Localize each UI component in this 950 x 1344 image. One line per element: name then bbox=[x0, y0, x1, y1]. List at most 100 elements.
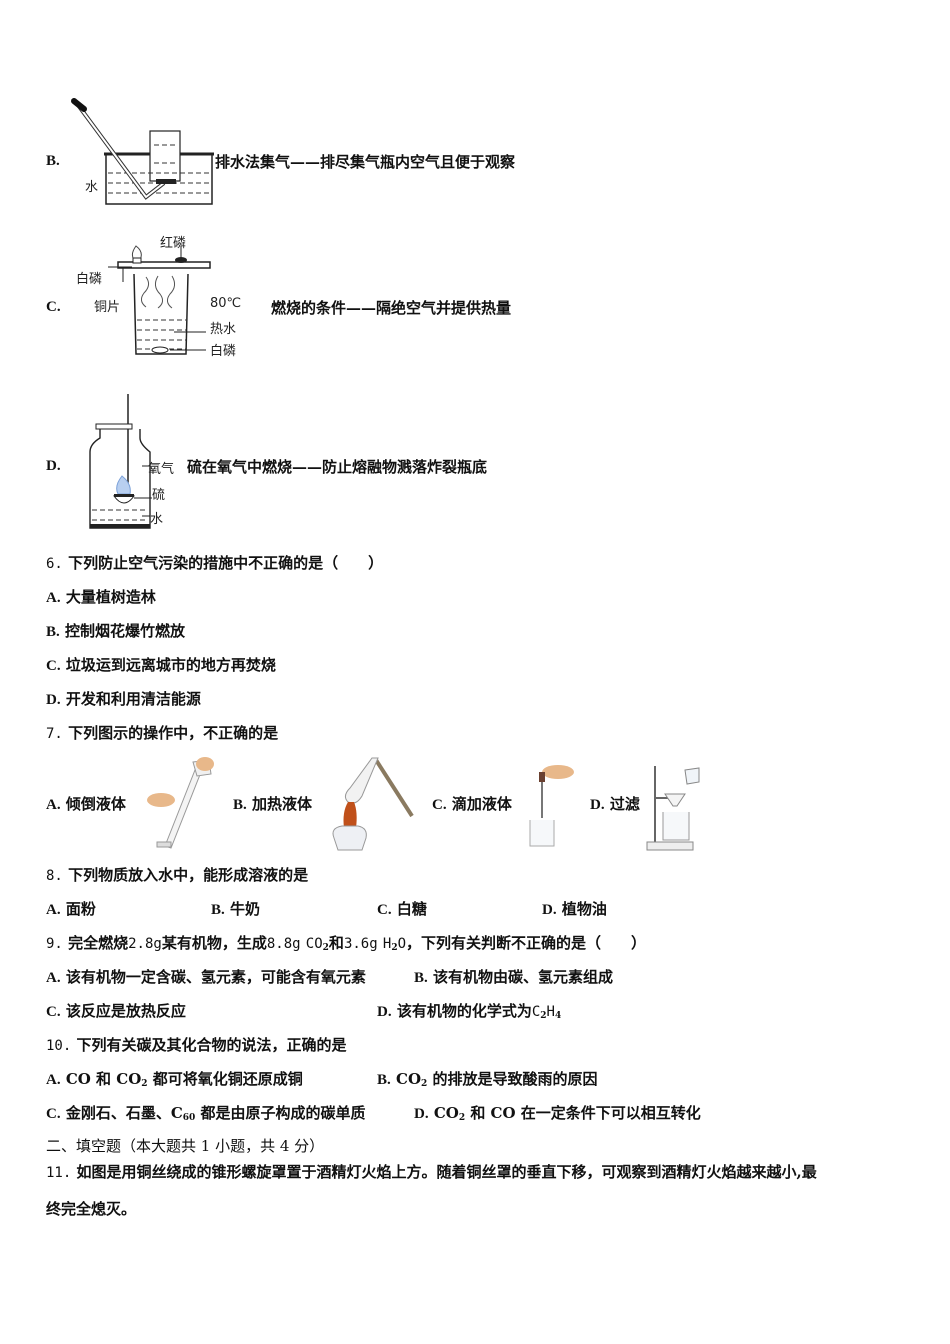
option-text: CO bbox=[396, 1070, 422, 1088]
option-text: 倾倒液体 bbox=[65, 795, 126, 813]
option-letter: B. bbox=[377, 1072, 391, 1088]
heating-liquid-figure bbox=[328, 756, 414, 852]
option-letter: D. bbox=[46, 458, 61, 474]
q7-option-c[interactable]: C. 滴加液体 bbox=[432, 795, 512, 814]
subscript: 60 bbox=[182, 1113, 196, 1123]
q9-option-b[interactable]: B. 该有机物由碳、氢元素组成 bbox=[414, 968, 613, 987]
question-text: 某有机物，生成 bbox=[161, 934, 267, 952]
question-text: 下列有关碳及其化合物的说法，正确的是 bbox=[76, 1036, 347, 1054]
question-11-line1: 11. 如图是用铜丝绕成的锥形螺旋罩置于酒精灯火焰上方。随着铜丝罩的垂直下移，可… bbox=[46, 1163, 817, 1182]
option-letter: B. bbox=[211, 902, 225, 918]
option-text: CO bbox=[433, 1104, 459, 1122]
option-letter: D. bbox=[377, 1004, 392, 1020]
option-letter: C. bbox=[377, 902, 392, 918]
dropper-and-beaker-icon bbox=[529, 765, 574, 847]
question-text: 下列物质放入水中，能形成溶液的是 bbox=[68, 866, 309, 884]
q6-option-a[interactable]: A. 大量植树造林 bbox=[46, 588, 156, 607]
question-number: 6. bbox=[46, 556, 63, 572]
option-text: 大量植树造林 bbox=[65, 588, 156, 606]
question-text: 下列防止空气污染的措施中不正确的是（ ） bbox=[68, 554, 384, 572]
question-number: 8. bbox=[46, 868, 63, 884]
question-11-line2: 终完全熄灭。 bbox=[46, 1200, 137, 1218]
option-text: 都可将氧化铜还原成铜 bbox=[147, 1070, 303, 1088]
red-phosphorus-label: 红磷 bbox=[160, 236, 187, 251]
option-text: 该有机物由碳、氢元素组成 bbox=[433, 968, 614, 986]
option-text: 垃圾运到远离城市的地方再焚烧 bbox=[65, 656, 276, 674]
option-text: 植物油 bbox=[561, 900, 607, 918]
q9-option-c[interactable]: C. 该反应是放热反应 bbox=[46, 1002, 186, 1021]
q6-option-b[interactable]: B. 控制烟花爆竹燃放 bbox=[46, 622, 185, 641]
mass-value: 2.8g bbox=[128, 936, 162, 952]
q7-option-b[interactable]: B. 加热液体 bbox=[233, 795, 312, 814]
copper-plate-label: 铜片 bbox=[94, 300, 121, 315]
q10-option-b[interactable]: B. CO2 的排放是导致酸雨的原因 bbox=[377, 1070, 598, 1093]
option-text: 该反应是放热反应 bbox=[65, 1002, 186, 1020]
beaker-with-copper-plate-icon bbox=[108, 245, 211, 355]
dropping-liquid-figure bbox=[528, 762, 578, 850]
q10-option-c[interactable]: C. 金刚石、石墨、C60 都是由原子构成的碳单质 bbox=[46, 1104, 366, 1127]
temperature-label: 80℃ bbox=[210, 296, 242, 311]
formula: H bbox=[546, 1004, 555, 1020]
q8-option-a[interactable]: A. 面粉 bbox=[46, 900, 96, 919]
white-phosphorus-top-label: 白磷 bbox=[76, 272, 103, 287]
question-number: 10. bbox=[46, 1038, 72, 1054]
option-letter: D. bbox=[414, 1106, 429, 1122]
formula: CO bbox=[305, 936, 323, 952]
subscript: 4 bbox=[554, 1011, 562, 1021]
question-7-stem: 7. 下列图示的操作中，不正确的是 bbox=[46, 724, 278, 743]
q6-option-c[interactable]: C. 垃圾运到远离城市的地方再焚烧 bbox=[46, 656, 276, 675]
mass-value: 3.6g bbox=[343, 936, 378, 952]
gas-collection-apparatus-icon bbox=[71, 98, 214, 205]
question-8-stem: 8. 下列物质放入水中，能形成溶液的是 bbox=[46, 866, 308, 885]
option-text: 燃烧的条件——隔绝空气并提供热量 bbox=[271, 299, 512, 317]
sulfur-label: 硫 bbox=[152, 488, 166, 503]
q10-option-a[interactable]: A. CO 和 CO2 都可将氧化铜还原成铜 bbox=[46, 1070, 303, 1093]
option-letter: C. bbox=[46, 1004, 61, 1020]
option-letter: D. bbox=[542, 902, 557, 918]
hot-water-label: 热水 bbox=[210, 322, 237, 337]
option-letter: C. bbox=[46, 658, 61, 674]
q8-option-d[interactable]: D. 植物油 bbox=[542, 900, 607, 919]
gas-jar-icon bbox=[89, 394, 152, 529]
option-letter: A. bbox=[46, 902, 61, 918]
option-text: 和 CO 在一定条件下可以相互转化 bbox=[465, 1104, 701, 1122]
q8-option-b[interactable]: B. 牛奶 bbox=[211, 900, 260, 919]
option-text: 加热液体 bbox=[252, 795, 313, 813]
option-letter: B. bbox=[414, 970, 428, 986]
subscript: 2 bbox=[322, 943, 329, 953]
option-text: 排水法集气——排尽集气瓶内空气且便于观察 bbox=[215, 153, 516, 171]
subscript: 2 bbox=[458, 1113, 466, 1123]
option-text: 该有机物的化学式为 bbox=[396, 1002, 532, 1020]
combustion-conditions-figure: 红磷 白磷 铜片 80℃ 热水 白磷 bbox=[74, 232, 264, 362]
option-letter: C. bbox=[46, 1106, 61, 1122]
subscript: 2 bbox=[540, 1011, 547, 1021]
q8-option-c[interactable]: C. 白糖 bbox=[377, 900, 427, 919]
q7-option-a[interactable]: A. 倾倒液体 bbox=[46, 795, 126, 814]
question-text: 完全燃烧 bbox=[68, 934, 129, 952]
graduated-cylinder-icon bbox=[147, 757, 214, 849]
q6-option-d[interactable]: D. 开发和利用清洁能源 bbox=[46, 690, 201, 709]
option-text: 该有机物一定含碳、氢元素，可能含有氧元素 bbox=[65, 968, 366, 986]
q9-option-a[interactable]: A. 该有机物一定含碳、氢元素，可能含有氧元素 bbox=[46, 968, 366, 987]
q10-option-d[interactable]: D. CO2 和 CO 在一定条件下可以相互转化 bbox=[414, 1104, 701, 1127]
mass-value: 8.8g bbox=[266, 936, 301, 952]
option-letter: C. bbox=[46, 299, 61, 315]
filtration-figure bbox=[645, 762, 705, 852]
filter-stand-icon bbox=[646, 766, 700, 851]
option-letter: A. bbox=[46, 1072, 61, 1088]
oxygen-label: 氧气 bbox=[148, 462, 175, 477]
option-letter: D. bbox=[590, 797, 605, 813]
white-phosphorus-bottom-label: 白磷 bbox=[210, 344, 237, 359]
formula: O bbox=[397, 936, 407, 952]
option-text: 金刚石、石墨、C bbox=[65, 1104, 183, 1122]
subscript: 2 bbox=[141, 1079, 148, 1089]
option-text: 的排放是导致酸雨的原因 bbox=[427, 1070, 598, 1088]
q9-option-d[interactable]: D. 该有机物的化学式为C2H4 bbox=[377, 1002, 561, 1025]
question-text: 如图是用铜丝绕成的锥形螺旋罩置于酒精灯火焰上方。随着铜丝罩的垂直下移，可观察到酒… bbox=[76, 1163, 817, 1181]
option-text: 硫在氧气中燃烧——防止熔融物溅落炸裂瓶底 bbox=[187, 458, 488, 476]
option-text: 牛奶 bbox=[230, 900, 261, 918]
option-text: 滴加液体 bbox=[451, 795, 512, 813]
option-letter: A. bbox=[46, 970, 61, 986]
q7-option-d[interactable]: D. 过滤 bbox=[590, 795, 640, 814]
question-6-stem: 6. 下列防止空气污染的措施中不正确的是（ ） bbox=[46, 554, 383, 573]
